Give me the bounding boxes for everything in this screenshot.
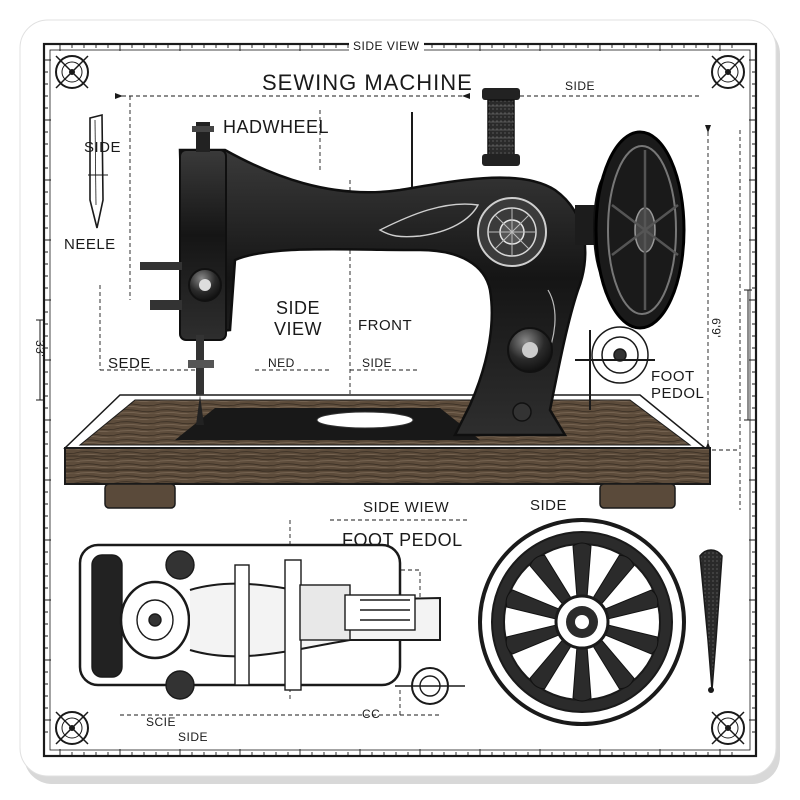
label-side-left: SIDE	[84, 139, 122, 156]
label-side-wheel: SIDE	[530, 497, 568, 514]
label-side-small: SIDE	[362, 356, 393, 370]
label-bottom-side: SIDE	[178, 730, 209, 744]
wheel-spoke	[529, 554, 573, 607]
wheel-spoke	[572, 645, 592, 702]
machine-body	[140, 122, 587, 437]
ornament-scroll	[378, 203, 480, 238]
wheel-spoke	[572, 542, 592, 599]
thread-spool	[482, 88, 520, 166]
wheel-spoke	[591, 554, 635, 607]
ornament-medallion	[477, 197, 547, 267]
wheel-spoke	[505, 589, 562, 620]
label-bottom-cc: CC	[362, 707, 381, 721]
corner-ornament-top-left	[55, 55, 89, 89]
needle-bottom-right	[699, 549, 723, 693]
wheel-spoke	[529, 637, 573, 690]
wheel-spoke	[505, 624, 562, 655]
label-right-dimension: 6'9'	[709, 318, 723, 338]
wheel-spoke	[602, 589, 659, 620]
wheel-spoke	[591, 637, 635, 690]
right-side-annotation	[744, 289, 752, 421]
lower-mechanism	[575, 326, 655, 410]
corner-ornament-bottom-right	[711, 711, 745, 745]
label-side-view-center: SIDE VIEW	[274, 298, 323, 339]
spoked-wheel	[478, 518, 686, 726]
left-side-annotation	[36, 319, 44, 401]
corner-ornament-top-right	[711, 55, 745, 89]
label-left-dimension: 33'	[33, 340, 47, 358]
label-top-side-view: SIDE VIEW	[349, 40, 424, 52]
handwheel-assembly	[575, 130, 686, 330]
corner-ornament-bottom-left	[55, 711, 89, 745]
label-sede: SEDE	[108, 355, 151, 372]
label-front: FRONT	[358, 317, 413, 334]
diagram-title: SEWING MACHINE	[262, 70, 473, 95]
label-foot-pedol-right: FOOT PEDOL	[651, 368, 705, 403]
label-side-wiew: SIDE WIEW	[363, 499, 450, 516]
label-foot-pedol-center: FOOT PEDOL	[342, 530, 463, 550]
needle-detail	[88, 113, 108, 229]
label-ned: NED	[268, 356, 295, 370]
label-bottom-scie: SCIE	[146, 715, 177, 729]
label-neele: NEELE	[64, 236, 116, 253]
label-handwheel: HADWHEEL	[223, 117, 330, 137]
label-top-right-side: SIDE	[565, 79, 596, 93]
underside-view	[78, 543, 465, 705]
wheel-spoke	[602, 624, 659, 655]
